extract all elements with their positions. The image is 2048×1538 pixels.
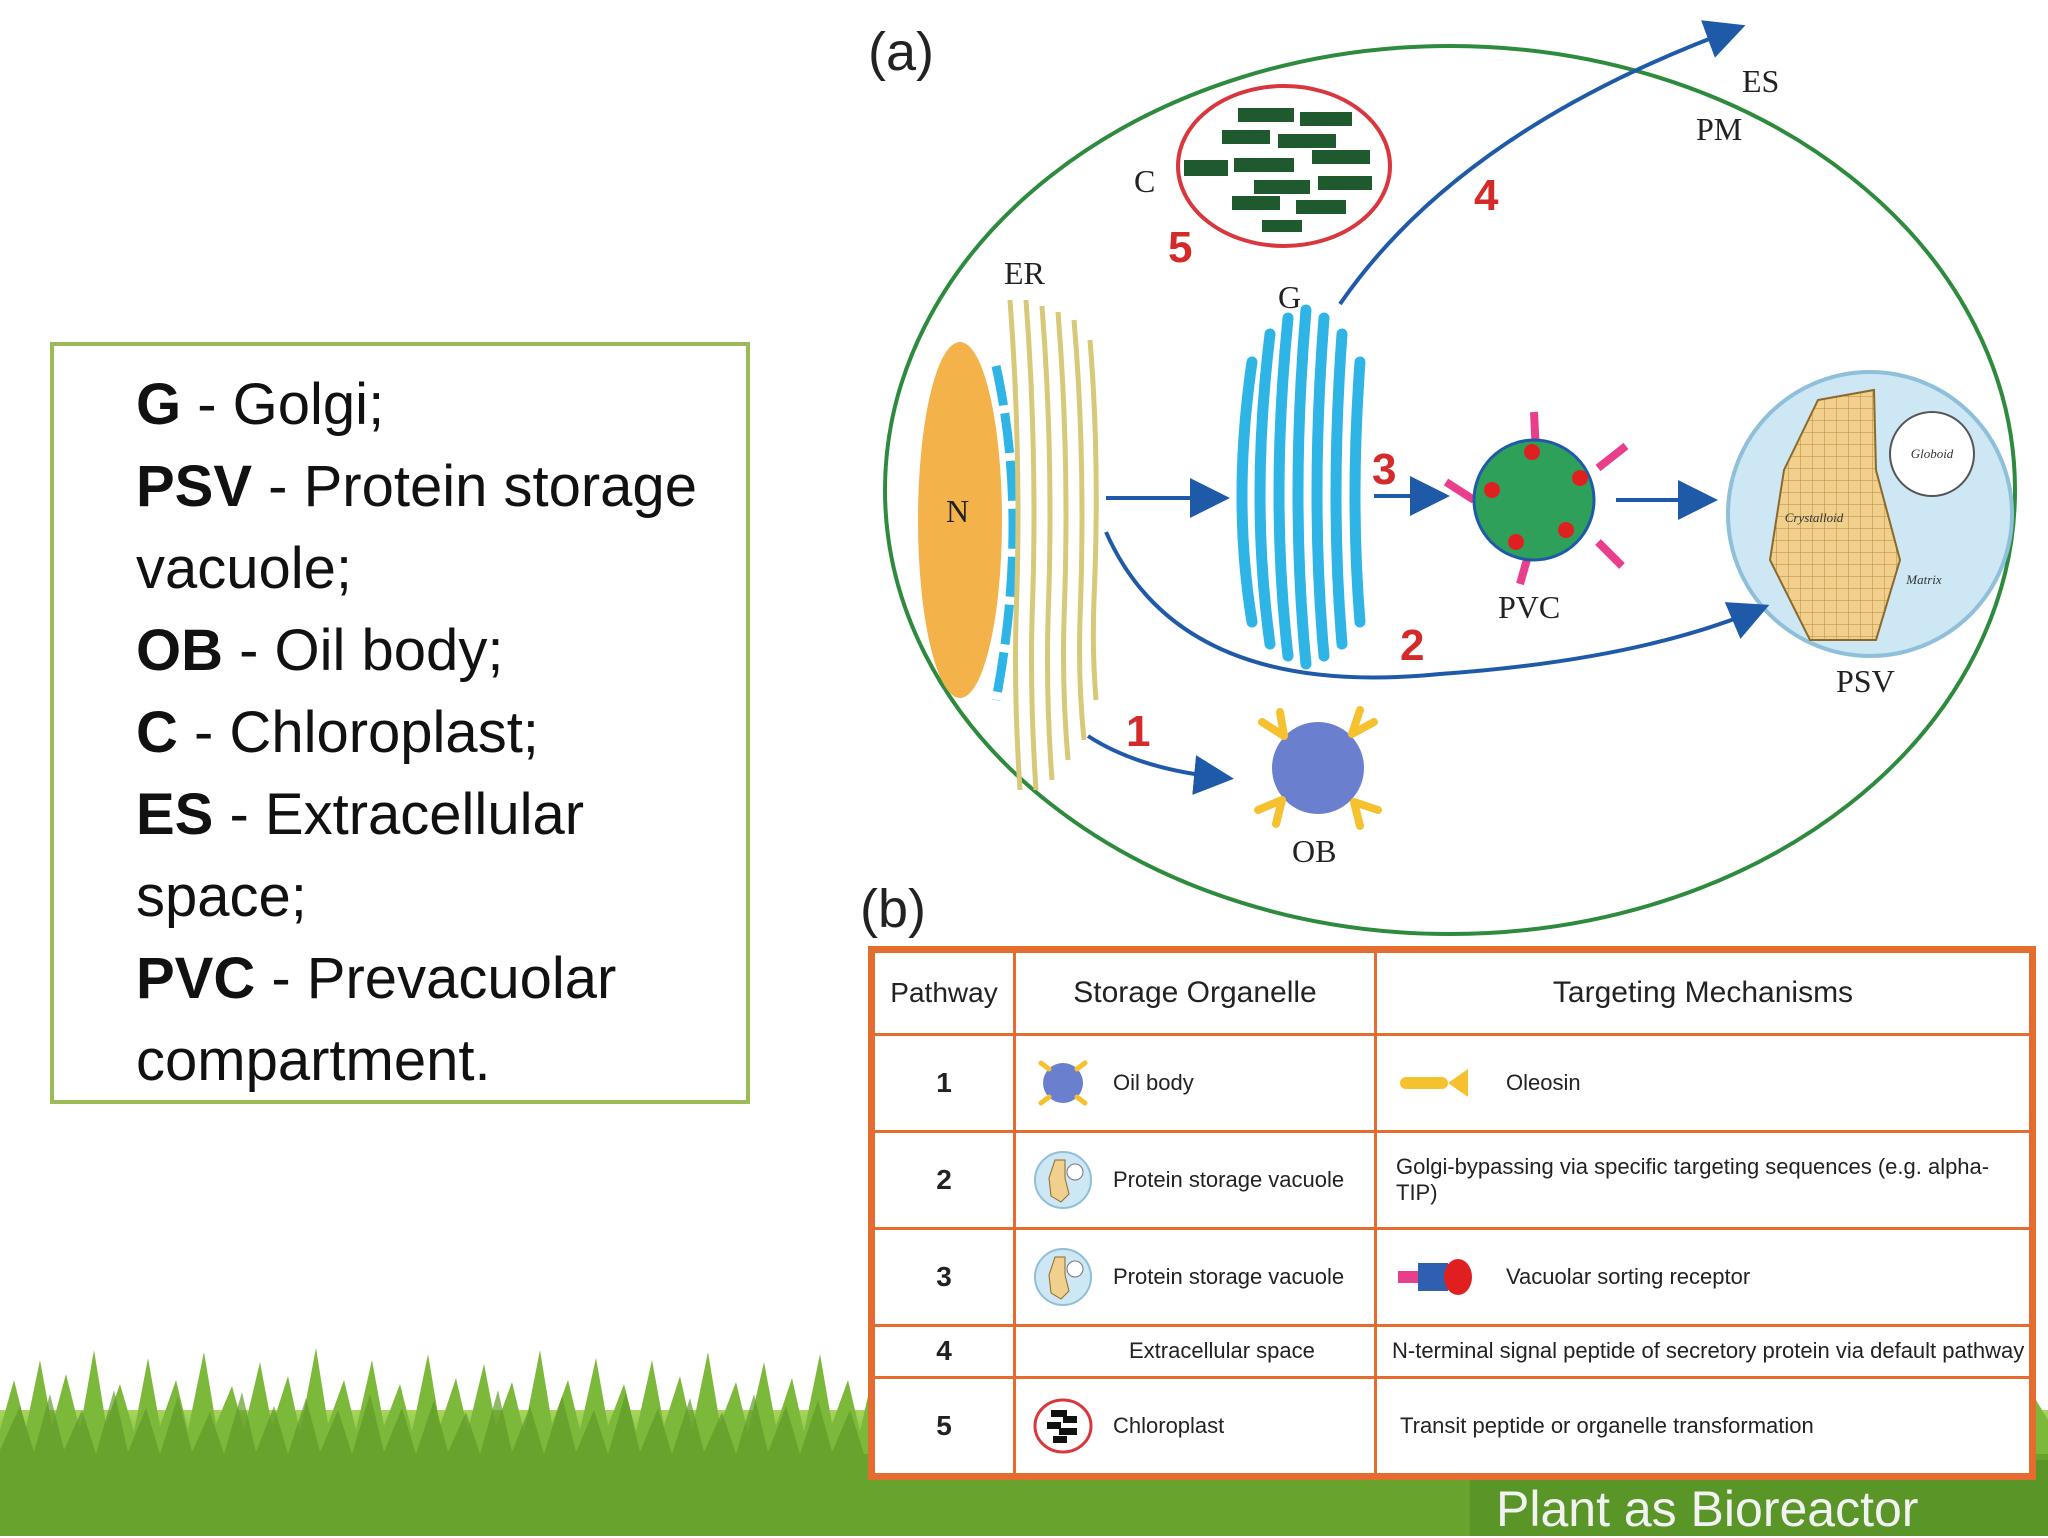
- pathway-table: Pathway Storage Organelle Targeting Mech…: [872, 950, 2032, 1477]
- legend-box: G - Golgi; PSV - Protein storage vacuole…: [50, 342, 750, 1104]
- pm-label: PM: [1696, 111, 1742, 147]
- pathway-cell: 3: [872, 1226, 1016, 1327]
- psv-icon: [1034, 1150, 1092, 1209]
- ob-label: OB: [1292, 833, 1336, 869]
- pathway-arrows: [1086, 20, 1770, 795]
- nuclear-envelope: [991, 365, 1018, 701]
- table-row: 5 Chloroplast: [872, 1375, 2032, 1477]
- psv: Globoid Crystalloid Matrix: [1726, 370, 2014, 658]
- oil-body: [1254, 706, 1382, 830]
- pathway-cell: 5: [872, 1375, 1016, 1477]
- golgi: [1236, 304, 1366, 670]
- pathway-cell: 2: [872, 1129, 1016, 1230]
- legend-abbr: ES: [136, 782, 214, 847]
- mechanism-text: Vacuolar sorting receptor: [1506, 1263, 1751, 1289]
- legend-list: G - Golgi; PSV - Protein storage vacuole…: [136, 364, 736, 1102]
- legend-text: - Prevacuolar compartment.: [136, 946, 617, 1093]
- organelle-name: Oil body: [1113, 1069, 1194, 1095]
- mechanism-cell: Vacuolar sorting receptor: [1374, 1226, 2032, 1327]
- legend-text: - Protein storage vacuole;: [136, 454, 697, 601]
- table-row: 4 Extracellular space N-terminal signal …: [872, 1323, 2032, 1379]
- pvc: [1443, 411, 1629, 586]
- organelle-cell: Extracellular space: [1013, 1323, 1377, 1379]
- psv-icon: [1034, 1247, 1092, 1306]
- legend-item-ob: OB - Oil body;: [136, 610, 736, 692]
- matrix-label: Matrix: [1905, 572, 1942, 587]
- arrow-golgi-to-es: [1338, 20, 1746, 306]
- table-row: 2 Protein storage vacuole Golgi-bypassin…: [872, 1129, 2032, 1230]
- pathway-cell: 4: [872, 1323, 1016, 1379]
- pvc-label: PVC: [1498, 589, 1560, 625]
- es-label: ES: [1742, 63, 1779, 99]
- cell-diagram: (a): [868, 20, 2017, 936]
- legend-abbr: G: [136, 372, 182, 437]
- table-row: 1 Oil body: [872, 1033, 2032, 1133]
- panel-label-a: (a): [868, 22, 934, 82]
- organelle-name: Protein storage vacuole: [1113, 1263, 1345, 1289]
- mechanism-text: N-terminal signal peptide of secretory p…: [1392, 1338, 2025, 1364]
- endoplasmic-reticulum: [1007, 299, 1099, 791]
- organelle-name: Extracellular space: [1129, 1338, 1315, 1364]
- arrow-er-to-ob: [1086, 734, 1234, 795]
- pathway-cell: 1: [872, 1033, 1016, 1133]
- panel-label-b: (b): [860, 879, 926, 939]
- header-pathway: Pathway: [872, 950, 1016, 1036]
- psv-label: PSV: [1836, 663, 1895, 699]
- organelle-name: Protein storage vacuole: [1113, 1166, 1345, 1192]
- legend-text: - Extracellular space;: [136, 782, 585, 929]
- organelle-name: Chloroplast: [1113, 1412, 1225, 1438]
- pathway-number-5: 5: [1168, 223, 1192, 272]
- legend-text: - Chloroplast;: [177, 700, 539, 765]
- organelle-cell: Chloroplast: [1013, 1375, 1377, 1477]
- pathway-number-1: 1: [1126, 707, 1150, 756]
- legend-item-psv: PSV - Protein storage vacuole;: [136, 446, 736, 610]
- cell-membrane: [883, 44, 2017, 936]
- legend-item-es: ES - Extracellular space;: [136, 774, 736, 938]
- mechanism-text: Transit peptide or organelle transformat…: [1400, 1412, 1814, 1438]
- mechanism-cell: Oleosin: [1374, 1033, 2032, 1133]
- footer-title: Plant as Bioreactor: [1496, 1481, 1919, 1537]
- organelle-cell: Protein storage vacuole: [1013, 1226, 1377, 1327]
- receptor-icon: [1398, 1258, 1472, 1295]
- table-row: 3 Protein storage vacuole: [872, 1226, 2032, 1327]
- chloroplast-icon: [1033, 1398, 1093, 1454]
- legend-abbr: C: [136, 700, 178, 765]
- mechanism-cell: Transit peptide or organelle transformat…: [1374, 1375, 2032, 1477]
- header-storage-organelle: Storage Organelle: [1013, 950, 1377, 1036]
- legend-abbr: PVC: [136, 946, 256, 1011]
- oil-body-icon: [1038, 1060, 1088, 1106]
- c-label: C: [1134, 163, 1155, 199]
- pathway-number-2: 2: [1400, 621, 1424, 670]
- n-label: N: [946, 493, 969, 529]
- mechanism-text: Golgi-bypassing via specific targeting s…: [1396, 1153, 1990, 1205]
- header-targeting-mechanisms: Targeting Mechanisms: [1374, 950, 2032, 1036]
- mechanism-cell: Golgi-bypassing via specific targeting s…: [1374, 1129, 2032, 1230]
- organelle-cell: Oil body: [1013, 1033, 1377, 1133]
- pathway-number-4: 4: [1474, 171, 1499, 220]
- arrow-er-to-psv: [1104, 531, 1770, 680]
- nucleus: [918, 342, 1002, 698]
- pathway-number-3: 3: [1372, 445, 1396, 494]
- legend-abbr: PSV: [136, 454, 253, 519]
- legend-abbr: OB: [136, 618, 223, 683]
- table-header-row: Pathway Storage Organelle Targeting Mech…: [872, 950, 2032, 1036]
- organelle-cell: Protein storage vacuole: [1013, 1129, 1377, 1230]
- legend-item-golgi: G - Golgi;: [136, 364, 736, 446]
- legend-item-c: C - Chloroplast;: [136, 692, 736, 774]
- legend-text: - Golgi;: [181, 372, 385, 437]
- pathway-table-container: Pathway Storage Organelle Targeting Mech…: [868, 946, 2036, 1480]
- legend-text: - Oil body;: [223, 618, 504, 683]
- chloroplast-thylakoids: [1184, 108, 1372, 232]
- chloroplast-outline: [1176, 84, 1392, 248]
- er-label: ER: [1004, 255, 1046, 291]
- oleosin-icon: [1400, 1068, 1468, 1097]
- globoid-label: Globoid: [1911, 446, 1954, 461]
- legend-item-pvc: PVC - Prevacuolar compartment.: [136, 938, 736, 1102]
- mechanism-cell: N-terminal signal peptide of secretory p…: [1374, 1323, 2032, 1379]
- mechanism-text: Oleosin: [1506, 1069, 1581, 1095]
- g-label: G: [1278, 279, 1301, 315]
- crystalloid-label: Crystalloid: [1785, 510, 1844, 525]
